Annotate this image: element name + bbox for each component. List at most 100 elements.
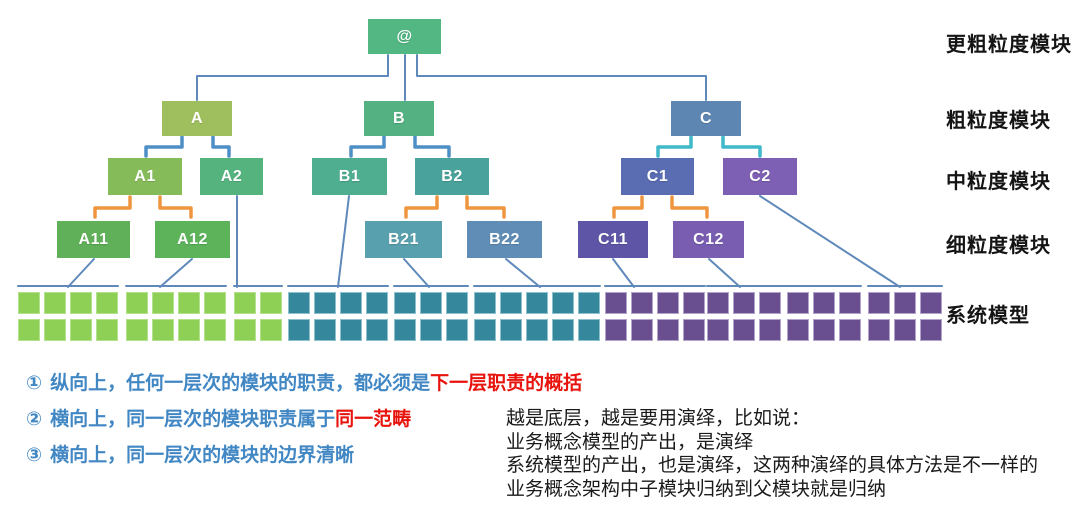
bracket-connector [93, 195, 132, 219]
model-square [707, 319, 729, 341]
tree-connector-line [337, 195, 350, 288]
module-box-C12: C12 [673, 221, 744, 258]
model-square [578, 319, 600, 341]
module-box-A11: A11 [57, 221, 130, 258]
paragraph-line-1: 越是底层，越是要用演绎，比如说： [506, 408, 811, 429]
model-square [126, 292, 148, 314]
model-square [578, 292, 600, 314]
model-square [813, 319, 835, 341]
granularity-label-medium: 中粒度模块 [946, 171, 1051, 193]
model-square [920, 292, 942, 314]
model-square [631, 292, 653, 314]
model-square [500, 319, 522, 341]
model-square [366, 319, 388, 341]
model-square [70, 319, 92, 341]
model-square [234, 319, 256, 341]
model-square [260, 292, 282, 314]
bracket-connector [158, 195, 193, 219]
model-square [839, 319, 861, 341]
module-box-C1: C1 [621, 158, 694, 195]
model-square [839, 292, 861, 314]
module-box-B21: B21 [365, 221, 442, 258]
model-square [787, 319, 809, 341]
bracket-connector [670, 195, 709, 219]
paragraph-line-3: 系统模型的产出，也是演绎，这两种演绎的具体方法是不一样的 [506, 455, 1039, 476]
module-box-B2: B2 [415, 158, 489, 195]
module-box-C11: C11 [578, 221, 648, 258]
tree-connector-line [612, 258, 635, 288]
bracket-connector [656, 135, 693, 158]
model-square [178, 319, 200, 341]
model-square [96, 319, 118, 341]
bracket-connector [404, 195, 439, 219]
model-square [474, 319, 496, 341]
model-square [526, 319, 548, 341]
tree-connector-line [67, 258, 95, 288]
model-square [394, 319, 416, 341]
model-square [314, 292, 336, 314]
circled-number-2: ② [26, 409, 43, 430]
module-box-C: C [671, 101, 741, 136]
bracket-connector [413, 135, 451, 158]
model-square [733, 319, 755, 341]
note-line-3: ③ 横向上，同一层次的模块的边界清晰 [26, 440, 354, 467]
model-square [234, 292, 256, 314]
tree-connector-line [403, 258, 430, 288]
model-square [446, 319, 468, 341]
model-square [420, 319, 442, 341]
model-square [707, 292, 729, 314]
model-square [657, 292, 679, 314]
model-square [868, 319, 890, 341]
deduction-paragraph: 越是底层，越是要用演绎，比如说： 业务概念模型的产出，是演绎 系统模型的产出，也… [506, 407, 1038, 501]
module-box-C2: C2 [723, 158, 797, 195]
tree-connector-line [159, 258, 193, 288]
note-1-text: 纵向上，任何一层次的模块的职责，都必须是 [50, 373, 431, 394]
model-square [868, 292, 890, 314]
module-box-A12: A12 [155, 221, 230, 258]
model-square [552, 292, 574, 314]
model-square [152, 292, 174, 314]
model-square [733, 292, 755, 314]
paragraph-line-4: 业务概念架构中子模块归纳到父模块就是归纳 [506, 478, 887, 500]
module-box-B22: B22 [467, 221, 542, 258]
model-square [44, 319, 66, 341]
bracket-connector [465, 195, 506, 219]
model-square [813, 292, 835, 314]
note-2-text: 横向上，同一层次的模块职责属于 [50, 409, 336, 430]
model-square [288, 319, 310, 341]
model-square [894, 292, 916, 314]
bracket-connector [144, 135, 184, 158]
model-square [759, 319, 781, 341]
granularity-label-coarse: 粗粒度模块 [946, 110, 1051, 132]
model-square [787, 292, 809, 314]
note-1-highlight: 下一层职责的概括 [430, 373, 583, 394]
model-square [657, 319, 679, 341]
tree-connector-line [505, 258, 541, 288]
module-box-A1: A1 [108, 158, 182, 195]
granularity-label-coarser: 更粗粒度模块 [946, 34, 1072, 56]
note-3-text: 横向上，同一层次的模块的边界清晰 [50, 445, 355, 466]
module-box-A: A [162, 101, 232, 136]
tree-connector-line [708, 258, 741, 288]
model-square [474, 292, 496, 314]
model-square [340, 319, 362, 341]
model-square [526, 292, 548, 314]
model-square [96, 292, 118, 314]
bracket-connector [349, 135, 386, 158]
bracket-connector [211, 135, 231, 158]
paragraph-line-2: 业务概念模型的产出，是演绎 [506, 431, 754, 453]
bracket-connector [721, 135, 762, 158]
model-square [500, 292, 522, 314]
model-square [631, 319, 653, 341]
model-square [314, 319, 336, 341]
model-square [260, 319, 282, 341]
module-box-root: @ [368, 19, 441, 54]
circled-number-3: ③ [26, 445, 43, 466]
tree-connector-line [196, 54, 389, 101]
tree-connector-line [759, 195, 901, 288]
model-square [552, 319, 574, 341]
model-square [605, 319, 627, 341]
